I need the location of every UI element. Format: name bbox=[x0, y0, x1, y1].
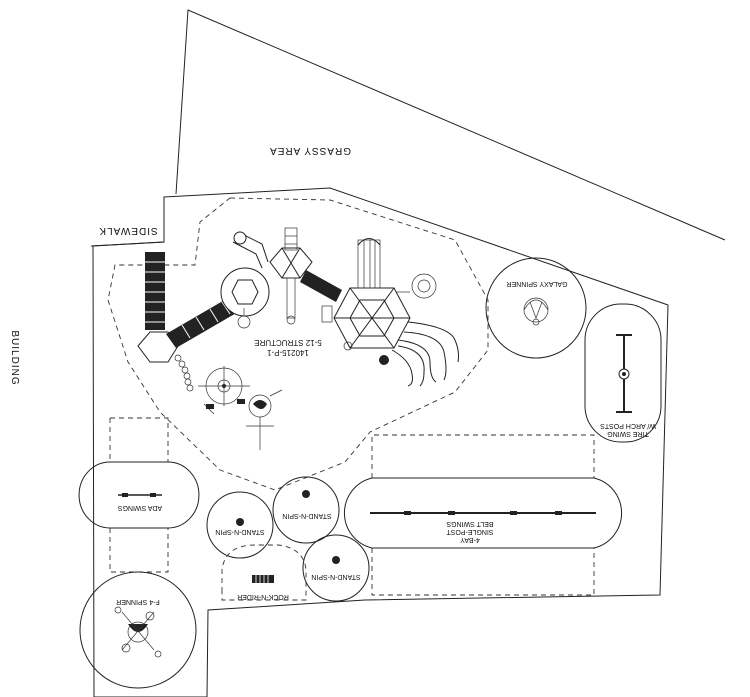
belt-swings-label-line1: 4-BAY bbox=[460, 536, 480, 543]
belt-swings-zone bbox=[343, 434, 623, 596]
stand-n-spin-zone-3 bbox=[302, 534, 370, 602]
galaxy-spinner-icon bbox=[523, 297, 549, 326]
grassy-area-boundary bbox=[175, 9, 726, 241]
bridge-left bbox=[166, 298, 238, 348]
tire-swing-label-line1: TIRE SWING bbox=[607, 430, 649, 437]
structure-use-zone bbox=[107, 197, 489, 491]
wavy-slides bbox=[391, 321, 459, 387]
tube-slide bbox=[232, 231, 269, 269]
stand-n-spin-label-2: STAND-N-SPIN bbox=[282, 512, 331, 519]
grassy-area-label: GRASSY AREA bbox=[269, 145, 351, 156]
galaxy-spinner-label: GALAXY SPINNER bbox=[507, 280, 568, 287]
play-structure bbox=[137, 227, 459, 387]
chain-link bbox=[174, 354, 194, 392]
spinner-cluster bbox=[198, 366, 283, 450]
ada-swings-icon bbox=[118, 493, 162, 497]
stand-n-spin-label-3: STAND-N-SPIN bbox=[311, 573, 360, 580]
tire-swing-label-line2: W/ ARCH POSTS bbox=[600, 422, 656, 429]
tire-swing-icon bbox=[616, 334, 632, 413]
stand-n-spin-zone-1 bbox=[206, 491, 274, 559]
rock-n-rider-zone bbox=[221, 544, 307, 601]
sidewalk-label: SIDEWALK bbox=[98, 225, 157, 236]
ada-swings-label: ADA SWINGS bbox=[117, 504, 162, 511]
f4-spinner-label: F-4 SPINNER bbox=[116, 598, 160, 605]
belt-swings-label-line3: BELT SWINGS bbox=[446, 520, 494, 527]
rock-n-rider-label: ROCK-N-RIDER bbox=[237, 593, 289, 600]
stand-n-spin-zone-2 bbox=[272, 476, 340, 544]
f4-spinner-zone bbox=[79, 571, 197, 689]
tire-swing-zone bbox=[584, 303, 662, 443]
f4-spinner-icon bbox=[114, 606, 162, 658]
galaxy-spinner-zone bbox=[485, 257, 587, 359]
stand-n-spin-label-1: STAND-N-SPIN bbox=[215, 528, 264, 535]
sidewalk-line bbox=[90, 241, 165, 247]
climbing-ladder-top bbox=[357, 238, 381, 289]
vertical-ladder bbox=[145, 252, 165, 330]
belt-swings-icon bbox=[370, 511, 596, 515]
building-label: BUILDING bbox=[9, 330, 20, 385]
belt-swings-label-line2: SINGLE-POST bbox=[446, 528, 494, 535]
bridge-right bbox=[300, 270, 342, 302]
structure-code-label: 140215-P-1 bbox=[267, 348, 309, 357]
structure-title-label: 5-12 STRUCTURE bbox=[254, 338, 322, 347]
play-area-boundary bbox=[92, 187, 669, 697]
